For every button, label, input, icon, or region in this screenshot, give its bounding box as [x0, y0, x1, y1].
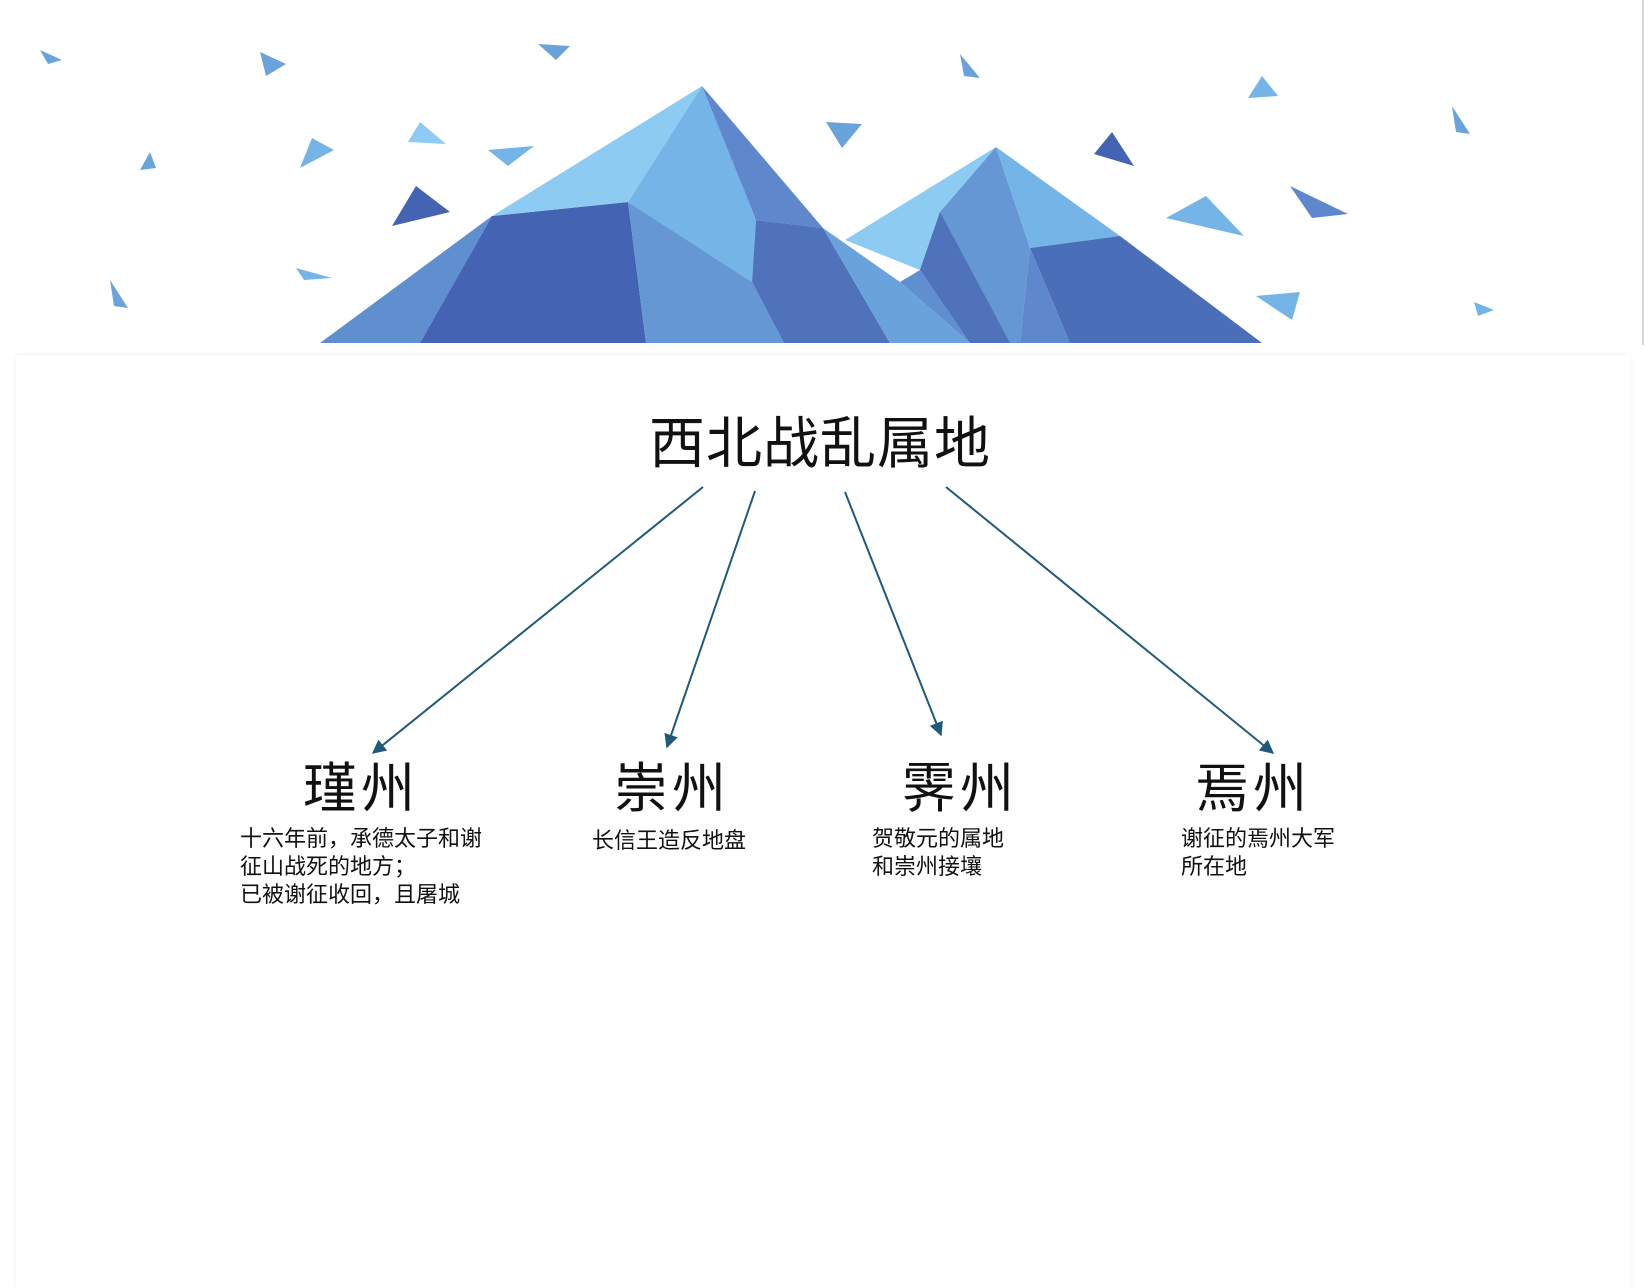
- arrow-to-yanzhou: [946, 487, 1273, 753]
- node-jinzhou-desc: 十六年前，承德太子和谢 征山战死的地方； 已被谢征收回，且屠城: [240, 826, 482, 910]
- arrow-to-jizhou: [845, 492, 941, 735]
- node-jizhou-desc: 贺敬元的属地 和崇州接壤: [872, 826, 1004, 882]
- node-jinzhou-name: 瑾州: [303, 758, 419, 820]
- node-jizhou-name: 霁州: [902, 758, 1018, 820]
- node-chongzhou-desc: 长信王造反地盘: [592, 828, 746, 856]
- node-yanzhou-desc: 谢征的焉州大军 所在地: [1181, 826, 1335, 882]
- node-yanzhou-name: 焉州: [1195, 758, 1311, 820]
- arrow-to-jinzhou: [373, 487, 703, 753]
- diagram-title: 西北战乱属地: [560, 412, 1080, 478]
- node-chongzhou-name: 崇州: [614, 758, 730, 820]
- arrow-to-chongzhou: [667, 491, 755, 747]
